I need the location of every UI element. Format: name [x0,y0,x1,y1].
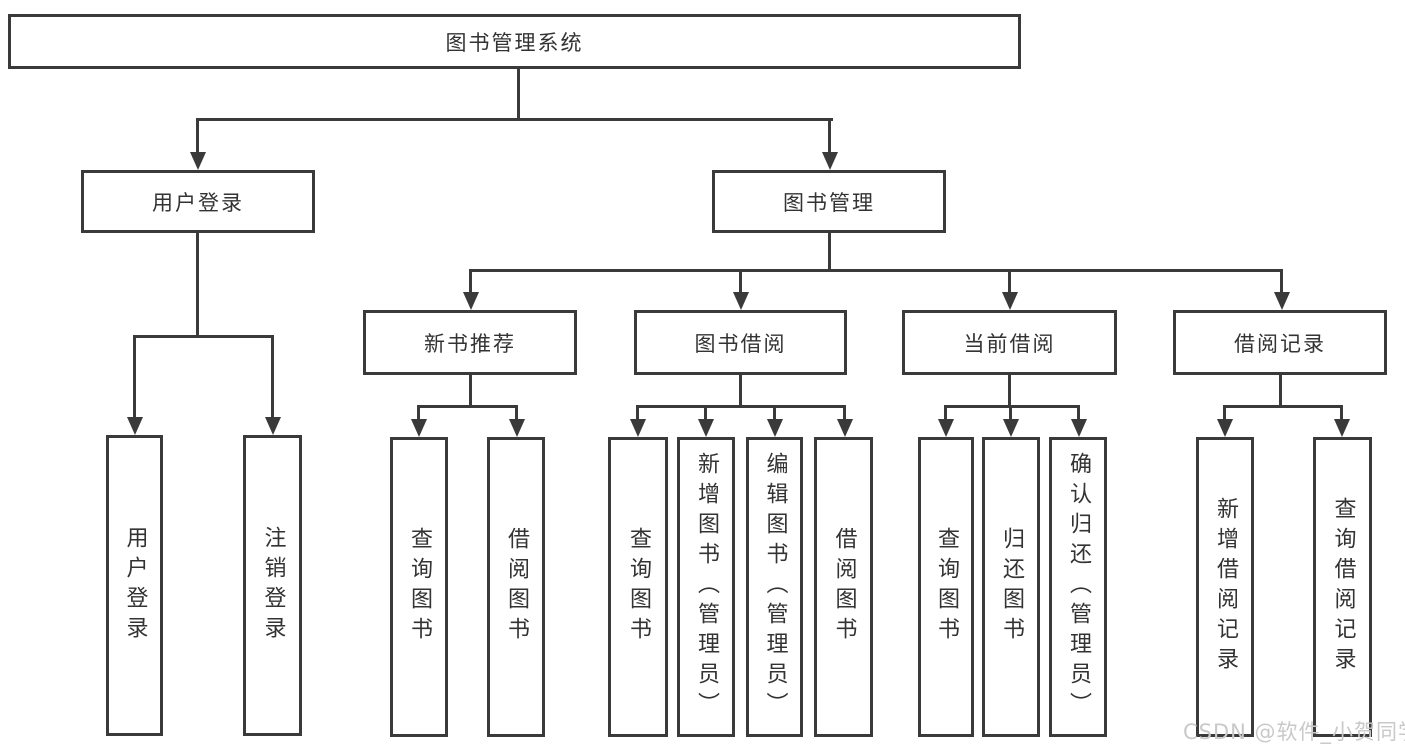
leaf-nb-query-book-label: 查询图书 [407,527,432,647]
connector-root-stem [517,66,520,120]
leaf-bb-borrow-book-label: 借阅图书 [831,527,857,647]
arrowhead-book-mgmt [822,152,838,170]
leaf-nb-borrow-book: 借阅图书 [487,437,545,737]
node-book-mgmt-label: 图书管理 [783,190,875,215]
node-new-book: 新书推荐 [363,310,577,375]
arrowhead-login-leaf2 [265,417,281,435]
connector-level3-branch [469,269,1283,272]
connector-current-borrow-branch [944,405,1080,408]
connector-drop-login-leaf2 [271,335,274,418]
leaf-bb-borrow-book: 借阅图书 [814,437,873,737]
leaf-br-query-record: 查询借阅记录 [1313,437,1372,737]
arrowhead-bb-leaf3 [767,419,783,437]
connector-drop-bb-leaf2 [704,405,707,420]
node-book-borrow-label: 图书借阅 [694,331,787,356]
leaf-bb-query-book-label: 查询图书 [626,527,651,647]
connector-drop-borrow-record [1280,269,1283,294]
leaf-nb-borrow-book-label: 借阅图书 [504,527,529,647]
arrowhead-cb-leaf1 [938,419,954,437]
arrowhead-nb-leaf2 [509,419,525,437]
connector-drop-cb-leaf3 [1077,405,1080,420]
connector-drop-login-leaf1 [133,335,136,418]
leaf-br-query-record-label: 查询借阅记录 [1330,497,1356,677]
connector-drop-new-book [469,269,472,294]
leaf-cb-return-book: 归还图书 [982,437,1040,737]
connector-book-borrow-stem [739,375,742,408]
node-user-login-label: 用户登录 [152,190,244,215]
leaf-br-add-record: 新增借阅记录 [1196,437,1254,737]
node-root-label: 图书管理系统 [445,30,584,55]
connector-drop-current-borrow [1008,269,1011,294]
connector-borrow-record-branch [1223,405,1343,408]
node-new-book-label: 新书推荐 [424,331,516,356]
connector-level2-branch [196,118,833,121]
node-current-borrow: 当前借阅 [902,310,1117,375]
leaf-logout-label: 注销登录 [260,525,286,646]
arrowhead-bb-leaf2 [698,419,714,437]
leaf-bb-edit-book-admin: 编辑图书（管理员） [746,437,803,737]
node-book-borrow: 图书借阅 [634,310,847,375]
node-root: 图书管理系统 [8,14,1021,69]
connector-drop-bb-leaf1 [636,405,639,420]
arrowhead-borrow-record [1274,292,1290,310]
leaf-cb-query-book-label: 查询图书 [934,527,959,647]
connector-drop-nb-leaf2 [515,405,518,420]
leaf-bb-add-book-admin-label: 新增图书（管理员） [694,452,719,722]
connector-borrow-record-stem [1279,375,1282,408]
leaf-user-login-label: 用户登录 [122,525,148,646]
leaf-cb-query-book: 查询图书 [918,437,974,737]
connector-user-login-stem [196,233,199,337]
leaf-bb-query-book: 查询图书 [608,437,668,737]
arrowhead-br-leaf1 [1217,419,1233,437]
arrowhead-current-borrow [1002,292,1018,310]
connector-book-borrow-branch [636,405,846,408]
connector-drop-cb-leaf1 [944,405,947,420]
connector-drop-cb-leaf2 [1009,405,1012,420]
leaf-user-login: 用户登录 [106,435,163,736]
leaf-cb-return-book-label: 归还图书 [999,527,1024,647]
connector-drop-br-leaf1 [1223,405,1226,420]
node-user-login: 用户登录 [81,170,315,233]
leaf-logout: 注销登录 [243,435,302,736]
connector-drop-nb-leaf1 [417,405,420,420]
leaf-bb-add-book-admin: 新增图书（管理员） [677,437,735,737]
connector-current-borrow-stem [1008,375,1011,408]
node-borrow-record: 借阅记录 [1173,310,1387,375]
arrowhead-nb-leaf1 [411,419,427,437]
arrowhead-bb-leaf4 [837,419,853,437]
connector-book-mgmt-stem [828,233,831,272]
arrowhead-new-book [463,292,479,310]
connector-drop-br-leaf2 [1340,405,1343,420]
leaf-bb-edit-book-admin-label: 编辑图书（管理员） [762,452,788,722]
leaf-cb-confirm-return-admin: 确认归还（管理员） [1049,437,1107,737]
arrowhead-login-leaf1 [127,417,143,435]
connector-drop-bb-leaf4 [843,405,846,420]
connector-drop-user-login [196,118,199,155]
node-borrow-record-label: 借阅记录 [1234,331,1326,356]
arrowhead-br-leaf2 [1334,419,1350,437]
leaf-nb-query-book: 查询图书 [390,437,448,737]
arrowhead-cb-leaf2 [1003,419,1019,437]
node-current-borrow-label: 当前借阅 [963,331,1056,356]
arrowhead-user-login [190,152,206,170]
leaf-br-add-record-label: 新增借阅记录 [1213,497,1238,677]
csdn-watermark: CSDN @软件_小贺同学 [1183,720,1405,744]
arrowhead-bb-leaf1 [630,419,646,437]
connector-drop-bb-leaf3 [773,405,776,420]
connector-new-book-stem [469,375,472,408]
connector-new-book-branch [417,405,518,408]
connector-user-login-branch [133,335,274,338]
connector-drop-book-borrow [739,269,742,294]
leaf-cb-confirm-return-admin-label: 确认归还（管理员） [1066,452,1091,722]
connector-drop-book-mgmt [828,118,831,155]
arrowhead-cb-leaf3 [1071,419,1087,437]
arrowhead-book-borrow [733,292,749,310]
node-book-mgmt: 图书管理 [712,170,946,233]
